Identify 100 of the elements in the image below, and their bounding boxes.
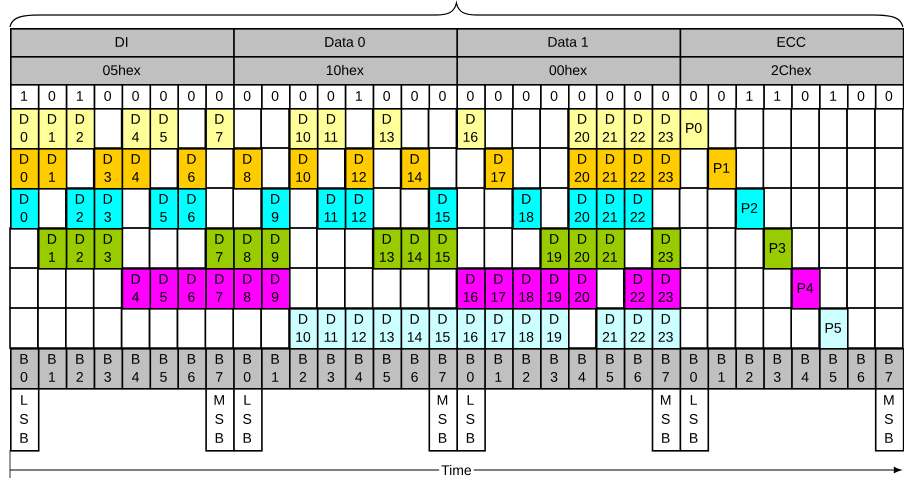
bit-value-cell: 0 — [624, 84, 654, 110]
bit-value-cell: 0 — [791, 84, 821, 110]
data-bit-cell: D 3 — [94, 228, 124, 270]
bit-value-cell: 0 — [652, 84, 682, 110]
hex-value-cell: 00hex — [456, 56, 682, 86]
bit-value-cell: 0 — [177, 84, 207, 110]
data-bit-cell: D 17 — [484, 148, 514, 190]
data-bit-cell: D 23 — [652, 268, 682, 310]
byte-bit-cell: B 5 — [372, 348, 402, 390]
data-bit-cell: D 19 — [540, 308, 570, 350]
data-bit-cell: D 23 — [652, 228, 682, 270]
data-bit-cell: D 14 — [400, 228, 430, 270]
byte-bit-cell: B 6 — [177, 348, 207, 390]
data-bit-cell: D 8 — [233, 148, 263, 190]
data-bit-cell: D 1 — [38, 228, 68, 270]
bit-value-cell: 1 — [66, 84, 96, 110]
byte-bit-cell: B 3 — [94, 348, 124, 390]
byte-bit-cell: B 6 — [624, 348, 654, 390]
data-bit-cell: D 2 — [66, 188, 96, 230]
data-bit-cell: D 21 — [596, 308, 626, 350]
data-bit-cell: D 10 — [289, 308, 318, 350]
byte-bit-cell: B 2 — [512, 348, 542, 390]
byte-bit-cell: B 2 — [66, 348, 96, 390]
data-bit-cell: D 21 — [596, 228, 626, 270]
data-bit-cell: D 18 — [512, 268, 542, 310]
byte-bit-cell: B 3 — [540, 348, 570, 390]
data-bit-cell: D 20 — [568, 268, 598, 310]
parity-bit-cell: P1 — [708, 148, 737, 190]
data-bit-cell: D 22 — [624, 188, 654, 230]
data-bit-cell: D 4 — [122, 108, 152, 150]
data-bit-cell: D 9 — [261, 268, 291, 310]
bit-value-cell: 0 — [205, 84, 235, 110]
bit-value-cell: 0 — [708, 84, 737, 110]
data-bit-cell: D 16 — [456, 308, 486, 350]
bit-value-cell: 1 — [10, 84, 40, 110]
bit-order-box: M S B — [428, 388, 458, 452]
data-bit-cell: D 10 — [289, 148, 318, 190]
data-bit-cell: D 5 — [150, 108, 180, 150]
parity-bit-cell: P4 — [791, 268, 821, 310]
bit-value-cell: 0 — [400, 84, 430, 110]
data-bit-cell: D 22 — [624, 148, 654, 190]
data-bit-cell: D 12 — [344, 188, 374, 230]
bit-value-cell: 0 — [512, 84, 542, 110]
data-bit-cell: D 6 — [177, 268, 207, 310]
data-bit-cell: D 23 — [652, 308, 682, 350]
bit-value-cell: 1 — [763, 84, 793, 110]
data-bit-cell: D 6 — [177, 188, 207, 230]
byte-bit-cell: B 0 — [456, 348, 486, 390]
data-bit-cell: D 21 — [596, 148, 626, 190]
hex-value-cell: 2Chex — [680, 56, 904, 86]
data-bit-cell: D 9 — [261, 228, 291, 270]
bit-value-cell: 0 — [540, 84, 570, 110]
data-bit-cell: D 7 — [205, 108, 235, 150]
bit-value-cell: 0 — [261, 84, 291, 110]
data-bit-cell: D 7 — [205, 228, 235, 270]
data-bit-cell: D 21 — [596, 108, 626, 150]
bit-value-cell: 0 — [372, 84, 402, 110]
byte-bit-cell: B 3 — [763, 348, 793, 390]
data-bit-cell: D 8 — [233, 228, 263, 270]
data-bit-cell: D 0 — [10, 148, 40, 190]
bit-value-cell: 0 — [456, 84, 486, 110]
bit-value-cell: 0 — [680, 84, 710, 110]
bit-value-cell: 1 — [735, 84, 765, 110]
data-bit-cell: D 20 — [568, 148, 598, 190]
data-bit-cell: D 9 — [261, 188, 291, 230]
data-bit-cell: D 23 — [652, 108, 682, 150]
data-bit-cell: D 11 — [316, 108, 346, 150]
byte-bit-cell: B 0 — [233, 348, 263, 390]
data-bit-cell: D 18 — [512, 308, 542, 350]
bit-order-box: M S B — [205, 388, 235, 452]
byte-bit-cell: B 1 — [261, 348, 291, 390]
time-label: Time — [439, 462, 474, 478]
data-bit-cell: D 16 — [456, 108, 486, 150]
byte-bit-cell: B 5 — [596, 348, 626, 390]
data-bit-cell: D 12 — [344, 148, 374, 190]
byte-bit-cell: B 1 — [708, 348, 737, 390]
bit-value-cell: 0 — [874, 84, 904, 110]
data-bit-cell: D 4 — [122, 268, 152, 310]
data-bit-cell: D 1 — [38, 148, 68, 190]
bit-order-box: M S B — [652, 388, 682, 452]
data-bit-cell: D 23 — [652, 148, 682, 190]
byte-bit-cell: B 0 — [10, 348, 40, 390]
byte-bit-cell: B 6 — [847, 348, 876, 390]
parity-bit-cell: P0 — [680, 108, 710, 150]
parity-bit-cell: P5 — [819, 308, 849, 350]
byte-bit-cell: B 6 — [400, 348, 430, 390]
byte-bit-cell: B 4 — [122, 348, 152, 390]
data-bit-cell: D 16 — [456, 268, 486, 310]
bit-value-cell: 1 — [819, 84, 849, 110]
data-bit-cell: D 13 — [372, 228, 402, 270]
data-bit-cell: D 3 — [94, 148, 124, 190]
bit-order-box: L S B — [233, 388, 263, 452]
data-bit-cell: D 18 — [512, 188, 542, 230]
byte-bit-cell: B 2 — [735, 348, 765, 390]
data-bit-cell: D 11 — [316, 308, 346, 350]
data-bit-cell: D 2 — [66, 108, 96, 150]
data-bit-cell: D 1 — [38, 108, 68, 150]
bit-value-cell: 0 — [428, 84, 458, 110]
byte-bit-cell: B 4 — [568, 348, 598, 390]
data-bit-cell: D 15 — [428, 188, 458, 230]
